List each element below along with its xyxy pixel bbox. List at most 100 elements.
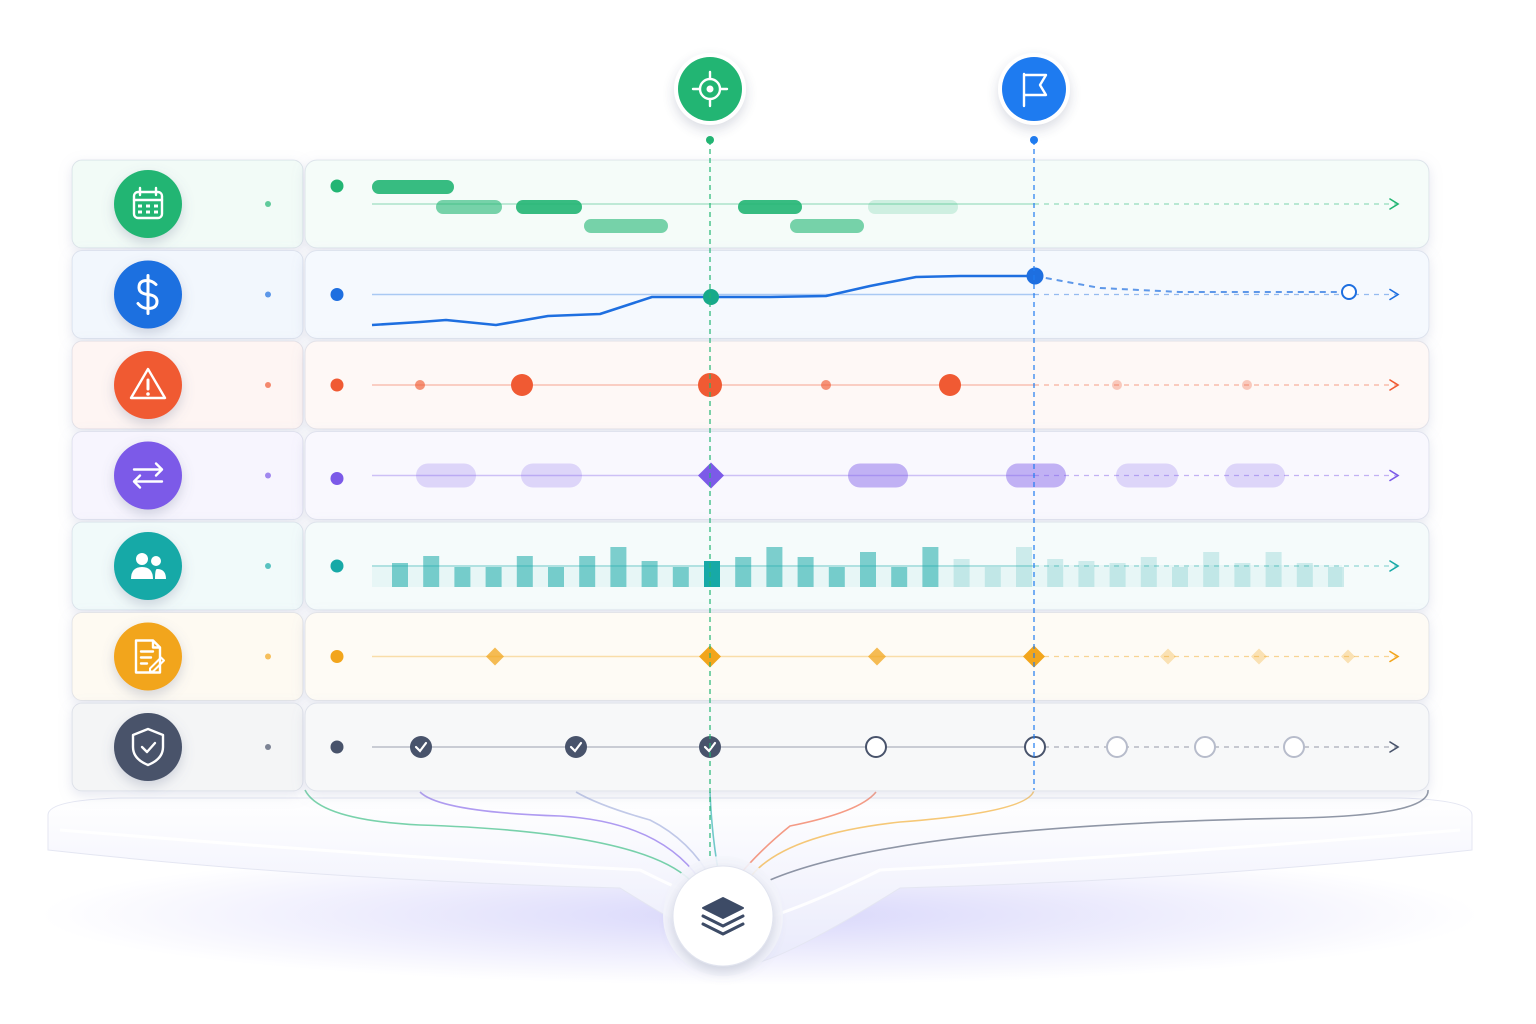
warning-button[interactable] — [114, 351, 182, 419]
lane-budget — [71, 250, 1430, 339]
people-bar[interactable] — [516, 556, 533, 587]
hub-node[interactable] — [663, 856, 783, 976]
document-diamond[interactable] — [1341, 649, 1355, 664]
check-pending[interactable] — [1106, 736, 1128, 758]
lane-connector-dot — [265, 744, 271, 750]
budget-point[interactable] — [703, 289, 719, 305]
check-done[interactable] — [565, 736, 587, 758]
check-done[interactable] — [410, 736, 432, 758]
hub-button[interactable] — [663, 856, 783, 976]
shield-check-button[interactable] — [114, 713, 182, 781]
swap-button[interactable] — [114, 441, 182, 510]
gantt-bar[interactable] — [372, 180, 454, 194]
connector-curve — [575, 791, 713, 881]
people-bar[interactable] — [454, 567, 471, 587]
people-bar[interactable] — [1047, 559, 1064, 587]
warning-icon — [129, 367, 167, 400]
people-bar[interactable] — [704, 561, 720, 587]
gantt-bar[interactable] — [516, 200, 582, 214]
people-bar[interactable] — [579, 556, 596, 587]
calendar-button[interactable] — [114, 170, 182, 238]
lane-track-tint — [305, 341, 1429, 429]
people-button[interactable] — [114, 532, 182, 600]
transfer-pill[interactable] — [1116, 463, 1178, 488]
people-bar[interactable] — [641, 561, 658, 587]
connector-curve — [747, 789, 1035, 881]
risk-dot[interactable] — [939, 374, 961, 396]
risk-dot[interactable] — [1242, 380, 1252, 390]
gantt-bar[interactable] — [738, 200, 802, 214]
transfer-pill[interactable] — [848, 463, 908, 488]
transfer-pill[interactable] — [521, 463, 582, 488]
people-bar[interactable] — [797, 557, 814, 587]
lane-connector-dot — [265, 472, 271, 479]
risk-dot[interactable] — [511, 374, 533, 396]
people-bar[interactable] — [1078, 561, 1095, 587]
people-icon — [131, 553, 166, 579]
people-bar[interactable] — [922, 547, 939, 587]
people-bar[interactable] — [1109, 563, 1126, 587]
check-open[interactable] — [1024, 736, 1046, 758]
lane-track-panel[interactable] — [304, 340, 1430, 430]
people-bar[interactable] — [984, 567, 1001, 587]
document-icon — [134, 639, 165, 674]
gantt-bar[interactable] — [868, 200, 958, 214]
icon-circle — [114, 713, 182, 781]
lane-start-dot — [330, 740, 344, 754]
lane-track-panel[interactable] — [304, 250, 1430, 339]
people-bar[interactable] — [1016, 547, 1032, 587]
people-bar[interactable] — [392, 563, 408, 587]
people-bar[interactable] — [1140, 557, 1157, 587]
people-bar[interactable] — [548, 567, 564, 587]
lane-connector-dot — [265, 201, 271, 207]
flag-marker[interactable] — [998, 53, 1070, 125]
lane-track-panel[interactable] — [304, 612, 1430, 701]
check-open[interactable] — [865, 736, 887, 758]
document-diamond[interactable] — [486, 647, 504, 666]
transfer-pill[interactable] — [1225, 463, 1285, 488]
target-marker[interactable] — [674, 53, 746, 125]
transfer-pill[interactable] — [416, 463, 476, 488]
people-bar[interactable] — [1265, 552, 1282, 587]
budget-point[interactable] — [1026, 267, 1044, 285]
check-pending[interactable] — [1194, 736, 1216, 758]
document-diamond[interactable] — [1251, 648, 1267, 665]
lane-track-panel[interactable] — [304, 431, 1430, 520]
people-bar[interactable] — [953, 559, 970, 587]
risk-dot[interactable] — [415, 380, 425, 390]
lane-connector-dot — [265, 653, 271, 660]
arrow-right-icon — [1389, 469, 1400, 482]
people-bar[interactable] — [1296, 563, 1313, 587]
budget-target-point[interactable] — [1341, 284, 1357, 300]
icon-circle — [114, 170, 182, 238]
people-bar[interactable] — [891, 567, 908, 587]
check-icon — [703, 741, 717, 753]
document-diamond[interactable] — [868, 647, 886, 666]
risk-dot[interactable] — [1112, 380, 1122, 390]
gantt-bar[interactable] — [436, 200, 502, 214]
check-pending[interactable] — [1283, 736, 1305, 758]
people-bar[interactable] — [1234, 563, 1251, 587]
document-diamond[interactable] — [1160, 648, 1176, 665]
dollar-button[interactable] — [114, 260, 182, 329]
people-bar[interactable] — [735, 557, 752, 587]
people-bar[interactable] — [485, 567, 502, 587]
people-bar[interactable] — [1328, 567, 1344, 587]
people-bar[interactable] — [860, 552, 876, 587]
people-bar[interactable] — [766, 547, 783, 587]
gantt-bar[interactable] — [584, 219, 668, 233]
risk-dot[interactable] — [821, 380, 831, 390]
layer-bottom — [701, 922, 745, 936]
gantt-bar[interactable] — [790, 219, 864, 233]
people-bar[interactable] — [672, 567, 689, 587]
transfer-pill[interactable] — [1006, 463, 1066, 488]
lane-start-dot — [330, 472, 344, 485]
document-button[interactable] — [114, 622, 182, 691]
lane-security — [71, 702, 1430, 792]
people-bar[interactable] — [1203, 552, 1220, 587]
people-bar[interactable] — [828, 567, 845, 587]
people-bar[interactable] — [1172, 567, 1188, 587]
people-bar[interactable] — [423, 556, 440, 587]
transfer-diamond[interactable] — [698, 462, 724, 489]
people-bar[interactable] — [610, 547, 627, 587]
